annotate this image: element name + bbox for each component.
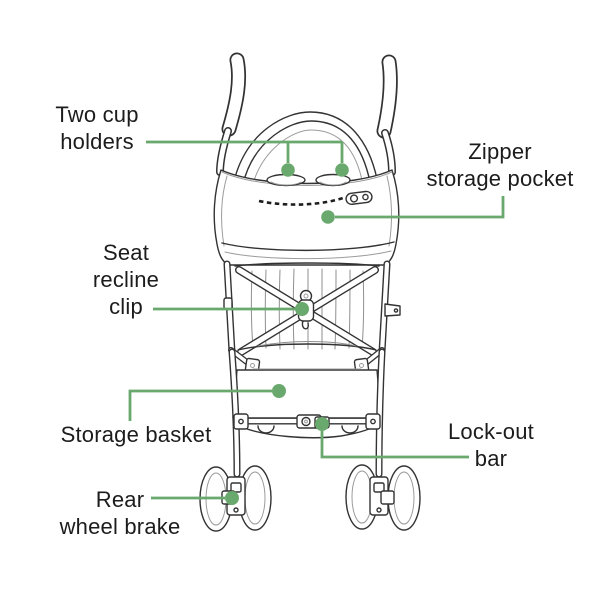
label-line: recline xyxy=(92,267,160,292)
label-line: Lock-out xyxy=(448,419,534,444)
side-bracket xyxy=(223,297,401,317)
zipper xyxy=(258,190,373,206)
connector-lock-out-bar xyxy=(320,431,469,459)
marker-lock-out-bar xyxy=(315,417,329,431)
label-line: bar xyxy=(474,446,508,471)
marker-seat-recline-clip xyxy=(295,302,309,316)
label-zipper-storage-pocket: Zipper storage pocket xyxy=(405,138,595,192)
connector-two-cup-holders xyxy=(146,140,344,163)
label-two-cup-holders: Two cup holders xyxy=(17,101,177,155)
label-line: storage pocket xyxy=(426,166,574,191)
connector-storage-basket xyxy=(128,389,272,421)
label-line: Storage basket xyxy=(60,422,212,447)
lock-out-bar xyxy=(233,413,381,430)
handle-grips xyxy=(216,52,398,176)
side-frame-tubes xyxy=(223,260,391,356)
marker-rear-wheel-brake xyxy=(225,491,239,505)
stroller-illustration xyxy=(199,52,421,532)
marker-cup-holder-right xyxy=(335,163,349,177)
label-line: holders xyxy=(60,129,134,154)
connector-zipper-storage-pocket xyxy=(335,196,505,219)
label-seat-recline-clip: Seat recline clip xyxy=(66,239,186,320)
marker-zipper-pocket xyxy=(321,210,335,224)
frame-legs xyxy=(228,348,386,478)
label-line: Seat xyxy=(102,240,150,265)
label-line: Rear xyxy=(95,487,145,512)
canopy-arch xyxy=(233,111,378,188)
label-line: Two cup xyxy=(55,102,139,127)
label-rear-wheel-brake: Rear wheel brake xyxy=(40,486,200,540)
label-lock-out-bar: Lock-out bar xyxy=(431,418,551,472)
label-line: Zipper xyxy=(468,139,532,164)
marker-storage-basket xyxy=(272,384,286,398)
marker-cup-holder-left xyxy=(281,163,295,177)
label-line: wheel brake xyxy=(59,514,181,539)
label-storage-basket: Storage basket xyxy=(46,421,226,448)
label-line: clip xyxy=(109,294,143,319)
